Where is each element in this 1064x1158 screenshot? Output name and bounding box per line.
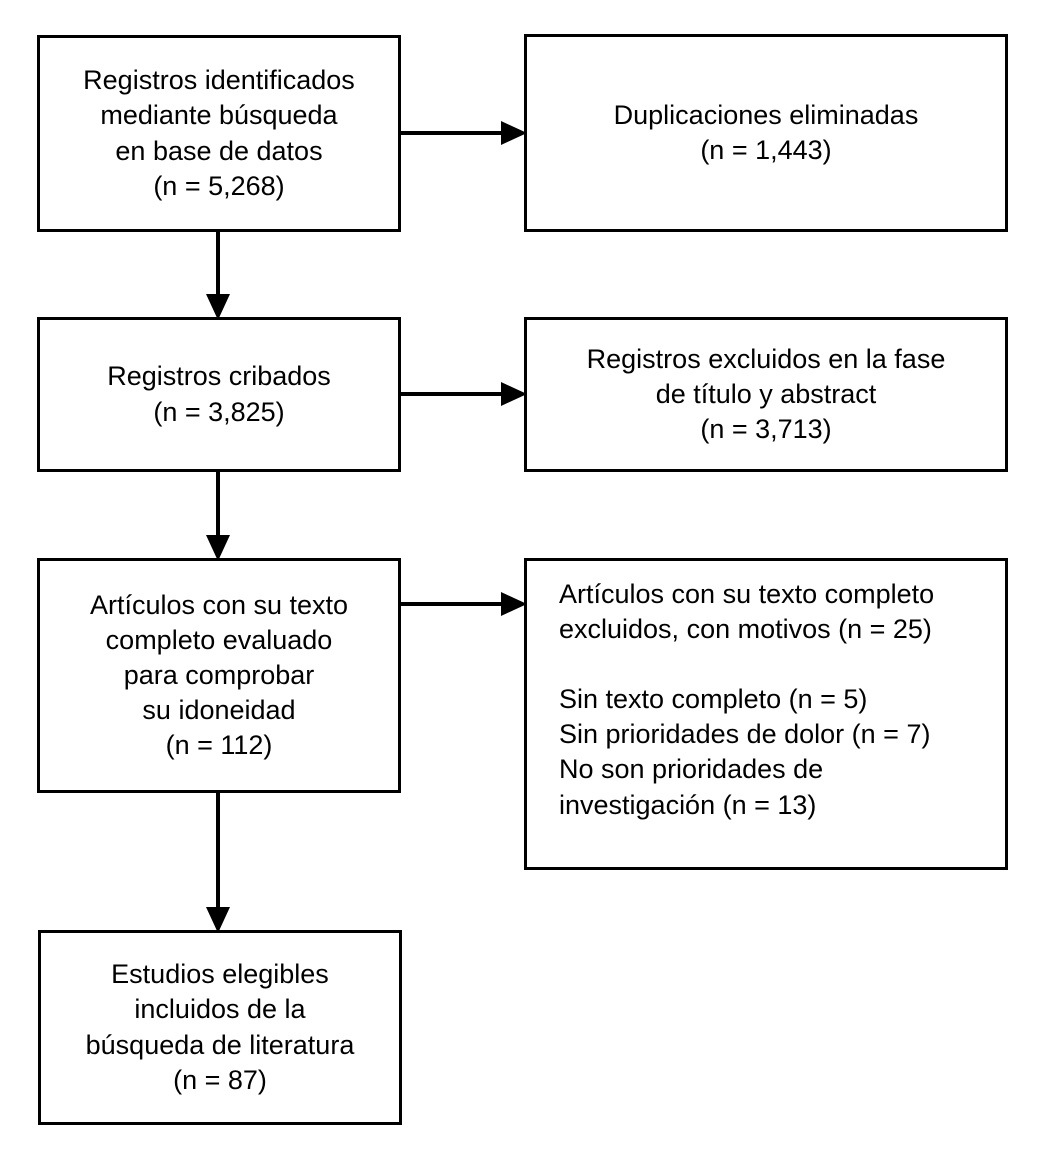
records-excluded-title-abstract-text: Registros excluidos en la fase de título… [586, 343, 946, 445]
arrow-screened-to-excluded [399, 379, 527, 409]
records-identified-box: Registros identificados mediante búsqued… [37, 35, 401, 232]
fulltext-assessed-box: Artículos con su texto completo evaluado… [37, 558, 401, 793]
records-screened-box: Registros cribados (n = 3,825) [37, 317, 401, 472]
records-identified-text: Registros identificados mediante búsqued… [83, 65, 355, 201]
arrow-screened-to-fulltext [203, 470, 233, 561]
fulltext-excluded-reasons-box: Artículos con su texto completo excluido… [524, 558, 1008, 870]
arrow-identified-to-duplicates [399, 118, 527, 148]
arrow-fulltext-to-included [203, 791, 233, 933]
duplicates-removed-box: Duplicaciones eliminadas (n = 1,443) [524, 34, 1008, 232]
fulltext-excluded-reasons-text: Artículos con su texto completo excluido… [559, 579, 935, 820]
arrow-identified-to-screened [203, 230, 233, 320]
records-excluded-title-abstract-box: Registros excluidos en la fase de título… [524, 317, 1008, 472]
studies-included-box: Estudios elegibles incluidos de la búsqu… [38, 930, 402, 1125]
fulltext-assessed-text: Artículos con su texto completo evaluado… [89, 589, 349, 761]
duplicates-removed-text: Duplicaciones eliminadas (n = 1,443) [613, 99, 919, 165]
records-screened-text: Registros cribados (n = 3,825) [107, 361, 331, 427]
studies-included-text: Estudios elegibles incluidos de la búsqu… [85, 959, 355, 1095]
arrow-fulltext-to-excluded [399, 589, 527, 619]
